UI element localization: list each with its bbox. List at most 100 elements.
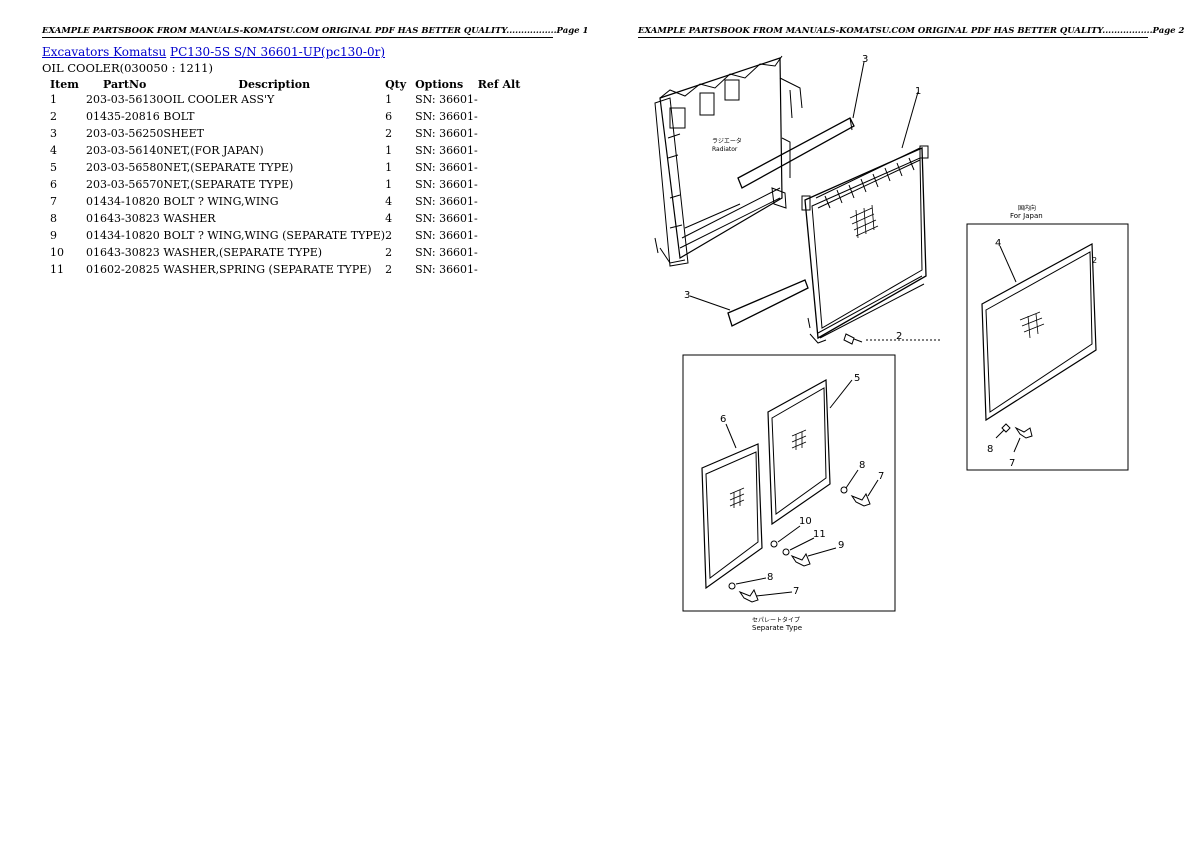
- callout-2: 2: [896, 331, 902, 342]
- callout-3-lower: 3: [684, 290, 690, 301]
- cell-options: SN: 36601-: [415, 263, 478, 276]
- radiator-label: Radiator: [712, 146, 738, 153]
- cell-item: 11: [50, 263, 64, 276]
- page-1-header: EXAMPLE PARTSBOOK FROM MANUALS-KOMATSU.C…: [42, 26, 589, 38]
- cell-options: SN: 36601-: [415, 229, 478, 242]
- callout-11: 11: [813, 529, 826, 540]
- leader-3b: [689, 295, 731, 311]
- lower-sheet-drawing: [727, 279, 809, 327]
- callout-7-upper: 7: [878, 471, 884, 482]
- cell-ref-alt: [478, 92, 521, 109]
- cell-options: SN: 36601-: [415, 178, 478, 191]
- radiator-label-jp: ラジエータ: [712, 137, 742, 145]
- cell-partno: 01643-30823: [86, 212, 160, 225]
- cell-item: 1: [50, 93, 57, 106]
- cell-item: 2: [50, 110, 57, 123]
- cell-description: NET,(SEPARATE TYPE): [163, 161, 294, 174]
- separate-type-box: セパレートタイプ Separate Type: [682, 354, 896, 632]
- upper-sheet-drawing: [737, 117, 855, 189]
- leader-7b: [867, 479, 879, 497]
- cell-ref-alt: [478, 228, 521, 245]
- cell-item: 6: [50, 178, 57, 191]
- callout-3-upper: 3: [862, 54, 868, 65]
- cell-description: NET,(SEPARATE TYPE): [163, 178, 294, 191]
- cell-ref-alt: [478, 262, 521, 279]
- leader-7a: [1013, 437, 1021, 453]
- header-partno: PartNo: [103, 77, 147, 91]
- cell-ref-alt: [478, 245, 521, 262]
- callout-5: 5: [854, 373, 860, 384]
- header-item: Item: [50, 77, 79, 91]
- cell-ref-alt: [478, 160, 521, 177]
- cell-ref-alt: [478, 109, 521, 126]
- leader-7c: [755, 591, 793, 597]
- cell-description: BOLT ? WING,WING: [163, 195, 279, 208]
- bolt-2-drawing: [843, 333, 863, 345]
- separate-type-label-jp: セパレートタイプ: [752, 616, 800, 624]
- cell-qty: 1: [385, 161, 393, 174]
- oil-cooler-drawing: [801, 145, 929, 344]
- cell-partno: 203-03-56250: [86, 127, 164, 140]
- cell-options: SN: 36601-: [415, 212, 478, 225]
- callout-10: 10: [799, 516, 812, 527]
- radiator-drawing: ラジエータ Radiator: [654, 55, 803, 267]
- breadcrumb-link-model[interactable]: PC130-5S S/N 36601-UP(pc130-0r): [170, 45, 386, 59]
- cell-item: 10: [50, 246, 64, 259]
- cell-qty: 1: [385, 93, 393, 106]
- cell-partno: 01602-20825: [86, 263, 160, 276]
- cell-partno: 203-03-56130: [86, 93, 164, 106]
- cell-description: WASHER,(SEPARATE TYPE): [163, 246, 323, 259]
- leader-8a: [995, 429, 1005, 439]
- breadcrumb: Excavators Komatsu PC130-5S S/N 36601-UP…: [42, 45, 385, 59]
- cell-options: SN: 36601-: [415, 161, 478, 174]
- leader-11: [789, 537, 815, 551]
- cell-item: 3: [50, 127, 57, 140]
- cell-options: SN: 36601-: [415, 246, 478, 259]
- cell-partno: 203-03-56580: [86, 161, 164, 174]
- cell-item: 7: [50, 195, 57, 208]
- cell-item: 9: [50, 229, 57, 242]
- cell-partno: 01435-20816: [86, 110, 160, 123]
- cell-item: 8: [50, 212, 57, 225]
- cell-partno: 01643-30823: [86, 246, 160, 259]
- callout-6: 6: [720, 414, 726, 425]
- cell-ref-alt: [478, 177, 521, 194]
- cell-qty: 2: [385, 127, 393, 140]
- breadcrumb-link-excavators[interactable]: Excavators Komatsu: [42, 45, 167, 59]
- callout-9: 9: [838, 540, 844, 551]
- exploded-parts-diagram: ラジエータ Radiator 3 1 3 2 国内向 For Japan: [654, 54, 1129, 632]
- cell-description: WASHER,SPRING (SEPARATE TYPE): [163, 263, 372, 276]
- cell-qty: 2: [385, 229, 393, 242]
- callout-7-japan: 7: [1009, 458, 1015, 469]
- header-description: Description: [238, 77, 311, 91]
- cell-description: BOLT ? WING,WING (SEPARATE TYPE): [163, 229, 386, 242]
- leader-4: [999, 245, 1017, 283]
- leader-9: [807, 547, 837, 557]
- cell-description: NET,(FOR JAPAN): [163, 144, 264, 157]
- cell-item: 5: [50, 161, 57, 174]
- cell-ref-alt: [478, 143, 521, 160]
- cell-item: 4: [50, 144, 57, 157]
- cell-description: BOLT: [163, 110, 195, 123]
- leader-8c: [735, 577, 767, 585]
- cell-qty: 6: [385, 110, 393, 123]
- cell-qty: 1: [385, 144, 393, 157]
- cell-partno: 01434-10820: [86, 195, 160, 208]
- cell-options: SN: 36601-: [415, 144, 478, 157]
- cell-qty: 2: [385, 263, 393, 276]
- callout-8-japan: 8: [987, 444, 993, 455]
- header-qty: Qty: [385, 77, 407, 91]
- leader-1: [901, 91, 919, 149]
- cell-options: SN: 36601-: [415, 110, 478, 123]
- callout-2-japan: 2: [1092, 256, 1097, 265]
